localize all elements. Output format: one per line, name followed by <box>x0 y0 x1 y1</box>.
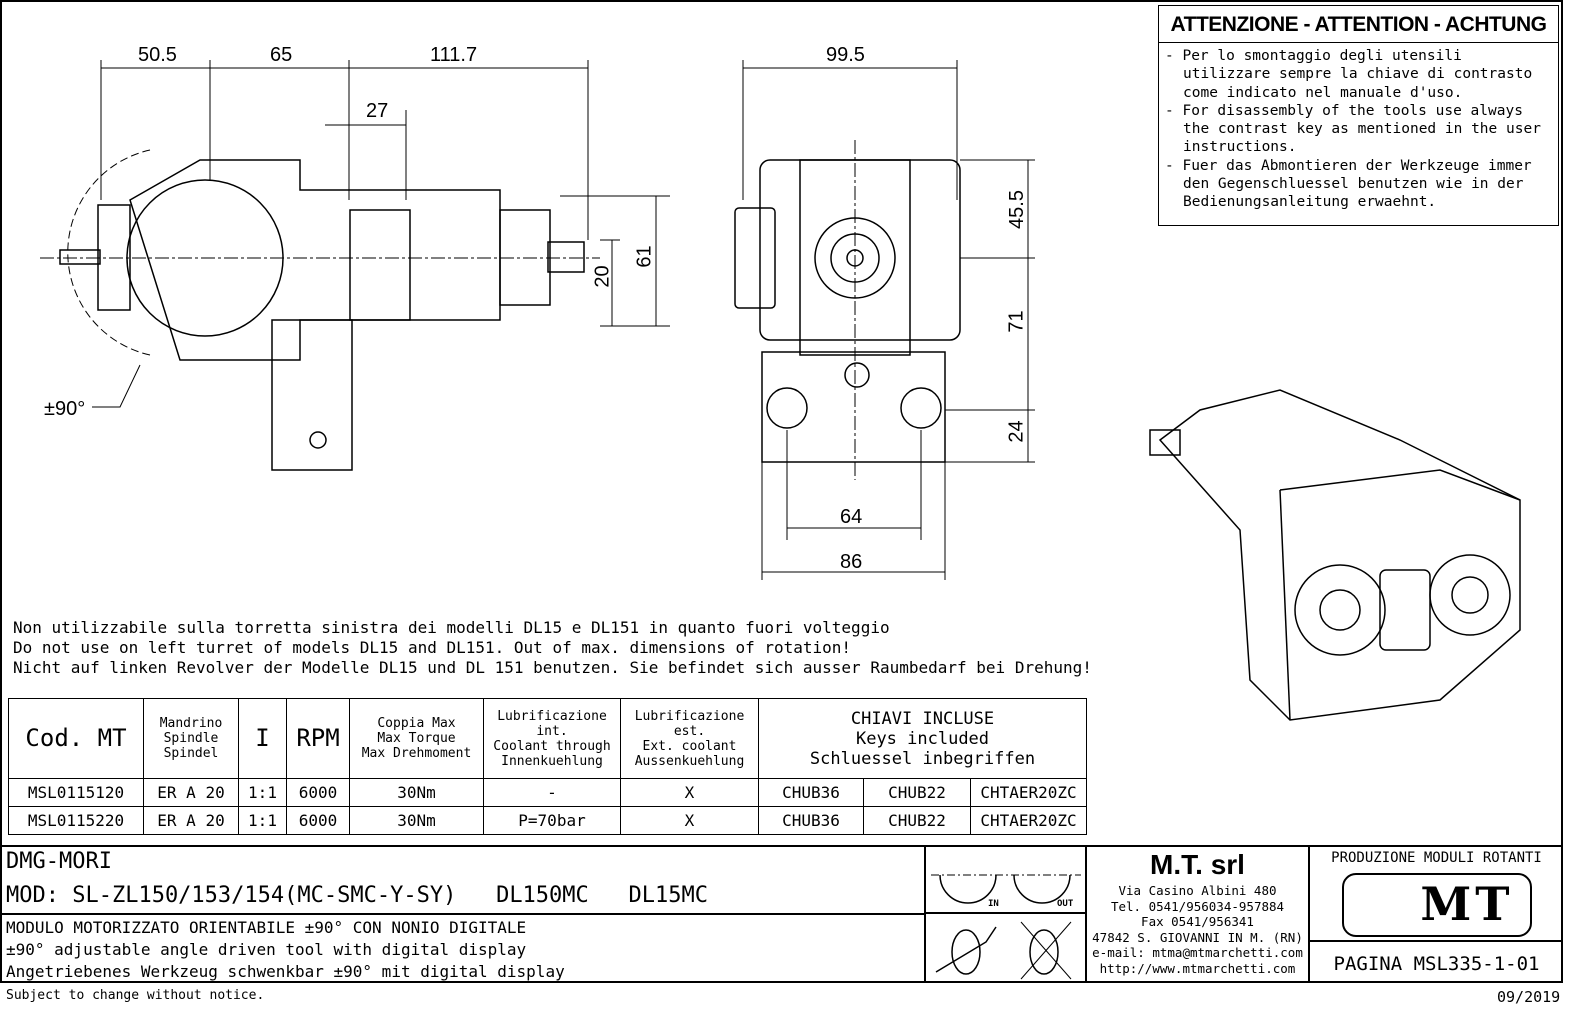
side-view-drawing <box>40 60 1035 580</box>
company-phone: Tel. 0541/956034-957884 <box>1110 898 1285 914</box>
angle-label: ±90° <box>44 398 86 420</box>
warning-item: - Per lo smontaggio degli utensili utili… <box>1165 48 1533 101</box>
note-line: Do not use on left turret of models DL15… <box>13 638 852 657</box>
dimension-label: 65 <box>270 44 293 66</box>
note-line: Nicht auf linken Revolver der Modelle DL… <box>13 658 1092 677</box>
company-fax: Fax 0541/956341 <box>1141 914 1254 929</box>
in-label: IN <box>988 899 999 909</box>
usage-notes: Non utilizzabile sulla torretta sinistra… <box>13 618 1092 678</box>
dimension-label: 45.5 <box>1005 190 1028 229</box>
desc-de: Angetriebenes Werkzeug schwenkbar ±90° m… <box>6 962 565 981</box>
warning-title: ATTENZIONE - ATTENTION - ACHTUNG <box>1159 6 1558 43</box>
dimension-label: 50.5 <box>138 44 177 66</box>
page-number: PAGINA MSL335-1-01 <box>1333 953 1540 975</box>
dimension-label: 86 <box>840 551 863 573</box>
dimension-label: 27 <box>366 100 389 122</box>
col-header-code: Cod. MT <box>8 698 144 779</box>
rotation-icons: IN OUT <box>926 845 1087 983</box>
warning-item: - Fuer das Abmontieren der Werkzeuge imm… <box>1165 157 1532 211</box>
dimension-label: 71 <box>1005 310 1028 333</box>
out-label: OUT <box>1057 899 1074 909</box>
warning-box: ATTENZIONE - ATTENTION - ACHTUNG - Per l… <box>1158 5 1559 226</box>
machine-brand: DMG-MORI <box>6 849 112 874</box>
col-header-ratio: I <box>238 698 287 779</box>
rotation-direction-icon <box>926 874 1085 980</box>
desc-it: MODULO MOTORIZZATO ORIENTABILE ±90° CON … <box>6 918 527 937</box>
dimension-label: 24 <box>1005 420 1028 443</box>
title-block-description: DMG-MORI MOD: SL-ZL150/153/154(MC-SMC-Y-… <box>0 845 926 983</box>
warning-item: - For disassembly of the tools use alway… <box>1165 102 1541 156</box>
disclaimer: Subject to change without notice. <box>6 988 265 1003</box>
drawing-frame <box>0 0 1563 983</box>
col-header-rpm: RPM <box>286 698 350 779</box>
dimension-label: 111.7 <box>430 44 478 66</box>
dimension-label: 99.5 <box>826 44 865 66</box>
dimension-label: 64 <box>840 506 863 528</box>
model-line: MOD: SL-ZL150/153/154(MC-SMC-Y-SY) DL150… <box>6 883 708 908</box>
mt-logo: MT <box>1341 873 1532 937</box>
isometric-view-drawing <box>1149 389 1521 721</box>
production-block: PRODUZIONE MODULI ROTANTI MT PAGINA MSL3… <box>1310 845 1563 983</box>
note-line: Non utilizzabile sulla torretta sinistra… <box>13 618 890 637</box>
dimension-label: 61 <box>633 245 656 268</box>
company-email[interactable]: e-mail: mtma@mtmarchetti.com <box>1092 945 1303 960</box>
company-website[interactable]: http://www.mtmarchetti.com <box>1099 960 1296 976</box>
company-address: Via Casino Albini 480 <box>1118 883 1277 898</box>
company-info: M.T. srl Via Casino Albini 480 Tel. 0541… <box>1087 845 1310 983</box>
company-name: M.T. srl <box>1150 849 1245 880</box>
desc-en: ±90° adjustable angle driven tool with d… <box>6 940 527 959</box>
production-label: PRODUZIONE MODULI ROTANTI <box>1331 850 1542 866</box>
dimension-label: 20 <box>591 265 614 288</box>
revision-date: 09/2019 <box>1497 988 1561 1006</box>
company-city: 47842 S. GIOVANNI IN M. (RN) <box>1092 929 1303 945</box>
